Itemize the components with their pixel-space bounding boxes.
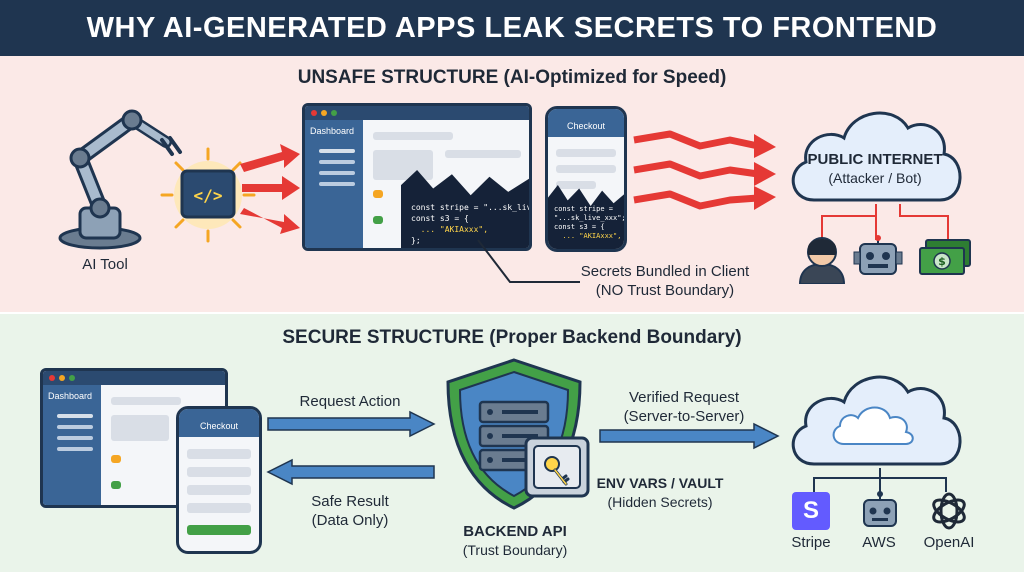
leak-arrows-left <box>240 144 300 234</box>
leader-line <box>477 239 580 283</box>
request-arrow <box>267 410 436 438</box>
public-internet-cloud <box>791 111 962 202</box>
secure-cloud <box>791 375 962 466</box>
secure-section-title: SECURE STRUCTURE (Proper Backend Boundar… <box>282 327 742 348</box>
leaked-code-snippet: const stripe = "...sk_live_xxx"; const s… <box>411 203 532 245</box>
aws-label: AWS <box>862 534 896 551</box>
unsafe-checkout-phone: Checkout const stripe = "...sk_live_xxx"… <box>545 106 627 252</box>
dashboard-title: Dashboard <box>310 126 355 136</box>
phone-leaked-code: const stripe = "...sk_live_xxx"; const s… <box>554 205 626 240</box>
secure-checkout-title: Checkout <box>179 409 259 437</box>
title-bar: WHY AI-GENERATED APPS LEAK SECRETS TO FR… <box>0 0 1024 56</box>
secrets-label: Secrets Bundled in Client (NO Trust Boun… <box>580 263 750 299</box>
secure-dashboard-browser: Dashboard <box>40 368 228 508</box>
bot-icon <box>853 235 903 275</box>
secure-dashboard-title: Dashboard <box>48 391 93 401</box>
unsafe-section-title: UNSAFE STRUCTURE (AI-Optimized for Speed… <box>297 67 727 88</box>
cloud-title: PUBLIC INTERNET <box>807 151 943 168</box>
env-vars-label: ENV VARS / VAULT <box>596 475 724 491</box>
checkout-title: Checkout <box>548 109 624 137</box>
robot-arm-icon <box>58 109 182 250</box>
hidden-secrets-label: (Hidden Secrets) <box>607 494 713 510</box>
vault-key-icon <box>524 436 590 498</box>
ai-tool-label: AI Tool <box>82 256 128 273</box>
money-icon: $ <box>919 239 971 275</box>
verified-request-label: Verified Request (Server-to-Server) <box>623 389 745 425</box>
svg-text:</>: </> <box>194 186 223 205</box>
cloud-subtitle: (Attacker / Bot) <box>828 170 922 186</box>
openai-label: OpenAI <box>923 534 975 551</box>
result-arrow <box>266 458 435 486</box>
aws-robot-icon <box>863 491 897 527</box>
backend-api-label: BACKEND API <box>463 523 567 540</box>
svg-text:$: $ <box>938 255 946 268</box>
code-chip-icon: </> <box>160 147 256 243</box>
stripe-icon: S <box>792 492 830 530</box>
page-title: WHY AI-GENERATED APPS LEAK SECRETS TO FR… <box>86 11 938 44</box>
openai-icon <box>932 492 966 530</box>
request-action-label: Request Action <box>299 393 401 410</box>
unsafe-dashboard-browser: Dashboard const stripe = "...sk_live_xxx… <box>302 103 532 251</box>
secure-checkout-phone: Checkout <box>176 406 262 554</box>
service-connectors <box>813 468 947 492</box>
leak-arrows-right <box>633 130 776 210</box>
verified-arrow <box>599 422 780 450</box>
safe-result-label: Safe Result (Data Only) <box>311 493 389 529</box>
panel-divider <box>0 312 1024 314</box>
trust-boundary-label: (Trust Boundary) <box>462 542 568 558</box>
stripe-label: Stripe <box>791 534 831 551</box>
hacker-icon <box>798 237 846 284</box>
threat-connectors <box>821 204 949 240</box>
